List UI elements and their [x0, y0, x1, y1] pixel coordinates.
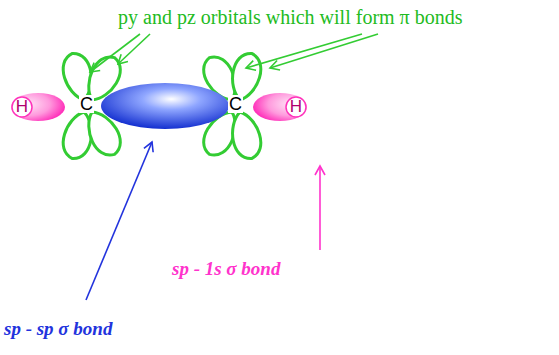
orbital-note: py and pz orbitals which will form π bon… — [118, 6, 463, 29]
atom-symbol: H — [16, 97, 28, 117]
atom-symbol: C — [79, 95, 94, 113]
atom-symbol: H — [290, 97, 302, 117]
bond-label: sp - 1s σ bond — [172, 258, 280, 280]
p-orbital-lobes — [59, 50, 265, 162]
sp-sp-sigma-bond — [101, 83, 229, 129]
hydrogen-sphere: H — [252, 92, 308, 122]
bond-label: sp - sp σ bond — [4, 318, 112, 340]
leader-arrows — [86, 34, 378, 300]
hydrogen-sphere: H — [10, 92, 66, 122]
atom-symbol: C — [228, 95, 243, 113]
